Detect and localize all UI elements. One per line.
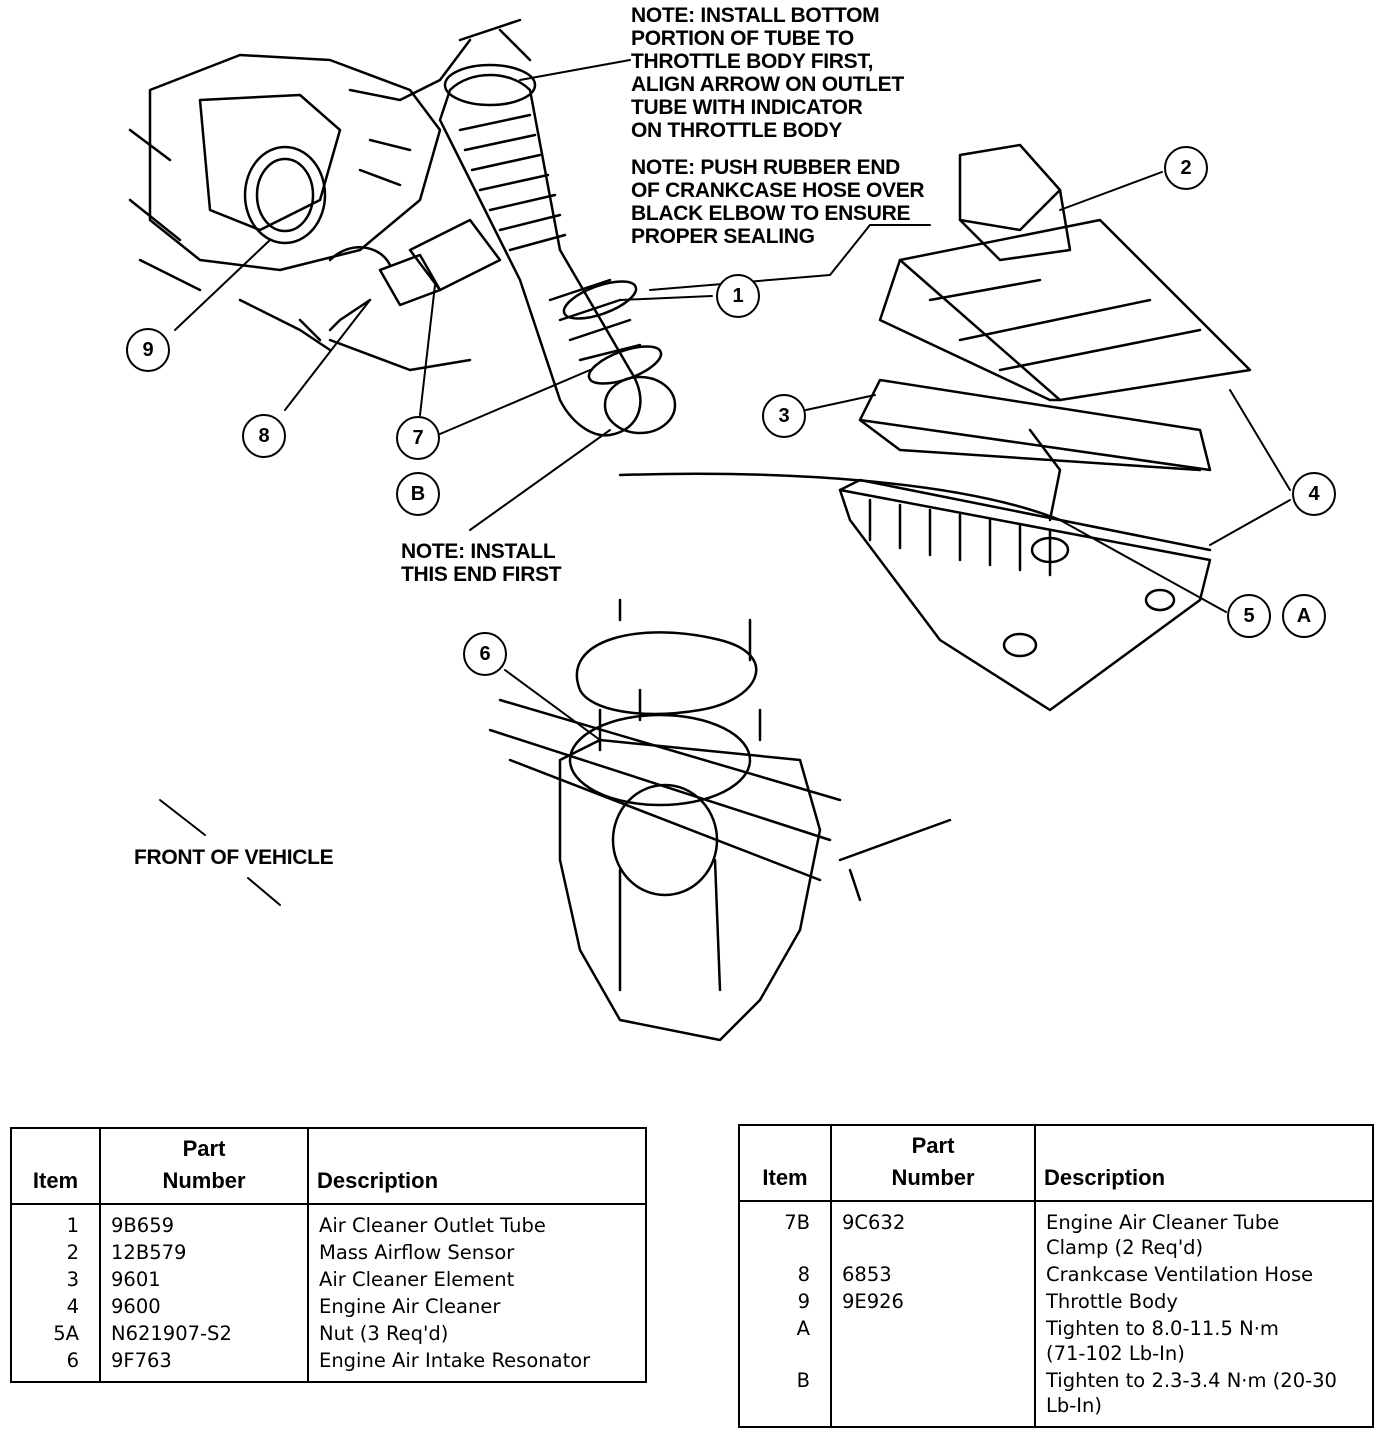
item-cell: 2 [66,1241,79,1264]
header-part-number: Part Number [99,1128,308,1205]
exploded-assembly-diagram [128,18,1291,1042]
table-row: 5A N621907-S2 Nut (3 Req'd) [11,1320,646,1347]
item-cell: 7B [784,1211,810,1234]
description-cell: Engine Air Cleaner Tube Clamp (2 Req'd) [1034,1201,1373,1261]
table-header-row: Item Part Number Description [739,1125,1373,1202]
table-row: B Tighten to 2.3-3.4 N·m (20-30 Lb-In) [739,1367,1373,1427]
callout-5: 5 [1227,594,1271,638]
description-cell: Air Cleaner Outlet Tube [307,1204,646,1239]
callout-1: 1 [716,274,760,318]
item-cell: 9 [797,1290,810,1313]
description-cell: Engine Air Intake Resonator [307,1347,646,1382]
table-row: 6 9F763 Engine Air Intake Resonator [11,1347,646,1382]
parts-table-left: Item Part Number Description 1 9B659 Air… [10,1127,647,1383]
callout-2: 2 [1164,146,1208,190]
callout-4: 4 [1292,472,1336,516]
table-row: 8 6853 Crankcase Ventilation Hose [739,1261,1373,1288]
item-cell: 4 [66,1295,79,1318]
description-cell: Crankcase Ventilation Hose [1034,1261,1373,1288]
part-number-cell: N621907-S2 [99,1320,308,1347]
header-description: Description [1034,1125,1373,1202]
header-part-number: Part Number [830,1125,1035,1202]
header-item: Item [739,1125,831,1202]
part-number-cell: 9F763 [99,1347,308,1382]
outlet-tube-drawing [438,63,677,437]
callout-b: B [396,472,440,516]
callout-7: 7 [396,416,440,460]
part-number-cell: 9C632 [830,1201,1035,1261]
item-cell: 8 [797,1263,810,1286]
parts-table-right: Item Part Number Description 7B 9C632 En… [738,1124,1374,1428]
description-cell: Nut (3 Req'd) [307,1320,646,1347]
part-number-cell: 9B659 [99,1204,308,1239]
part-number-cell: 12B579 [99,1239,308,1266]
air-cleaner-drawing [838,143,1252,712]
table-row: 9 9E926 Throttle Body [739,1288,1373,1315]
item-cell: 3 [66,1268,79,1291]
description-cell: Tighten to 2.3-3.4 N·m (20-30 Lb-In) [1034,1367,1373,1427]
table-row: 7B 9C632 Engine Air Cleaner Tube Clamp (… [739,1201,1373,1261]
part-number-cell: 6853 [830,1261,1035,1288]
callout-9: 9 [126,328,170,372]
part-number-cell: 9600 [99,1293,308,1320]
part-number-cell: 9601 [99,1266,308,1293]
description-cell: Engine Air Cleaner [307,1293,646,1320]
description-cell: Mass Airflow Sensor [307,1239,646,1266]
front-of-vehicle-label: FRONT OF VEHICLE [134,846,334,869]
header-description: Description [307,1128,646,1205]
item-cell: B [796,1369,810,1392]
note-install-bottom: NOTE: INSTALL BOTTOM PORTION OF TUBE TO … [631,4,904,142]
callout-6: 6 [463,632,507,676]
item-cell: 6 [66,1349,79,1372]
header-item: Item [11,1128,100,1205]
table-header-row: Item Part Number Description [11,1128,646,1205]
item-cell: A [796,1317,810,1340]
note-push-rubber: NOTE: PUSH RUBBER END OF CRANKCASE HOSE … [631,156,925,248]
table-row: A Tighten to 8.0-11.5 N·m (71-102 Lb-In) [739,1315,1373,1367]
description-cell: Air Cleaner Element [307,1266,646,1293]
table-row: 3 9601 Air Cleaner Element [11,1266,646,1293]
part-number-cell: 9E926 [830,1288,1035,1315]
table-row: 4 9600 Engine Air Cleaner [11,1293,646,1320]
note-install-end: NOTE: INSTALL THIS END FIRST [401,540,562,586]
item-cell: 1 [66,1214,79,1237]
callout-8: 8 [242,414,286,458]
table-row: 1 9B659 Air Cleaner Outlet Tube [11,1204,646,1239]
part-number-cell [830,1315,1035,1367]
callout-a: A [1282,594,1326,638]
table-row: 2 12B579 Mass Airflow Sensor [11,1239,646,1266]
resonator-drawing [488,472,1062,1042]
description-cell: Throttle Body [1034,1288,1373,1315]
part-number-cell [830,1367,1035,1427]
description-cell: Tighten to 8.0-11.5 N·m (71-102 Lb-In) [1034,1315,1373,1367]
throttle-body-drawing [128,18,532,372]
callout-3: 3 [762,394,806,438]
item-cell: 5A [53,1322,79,1345]
